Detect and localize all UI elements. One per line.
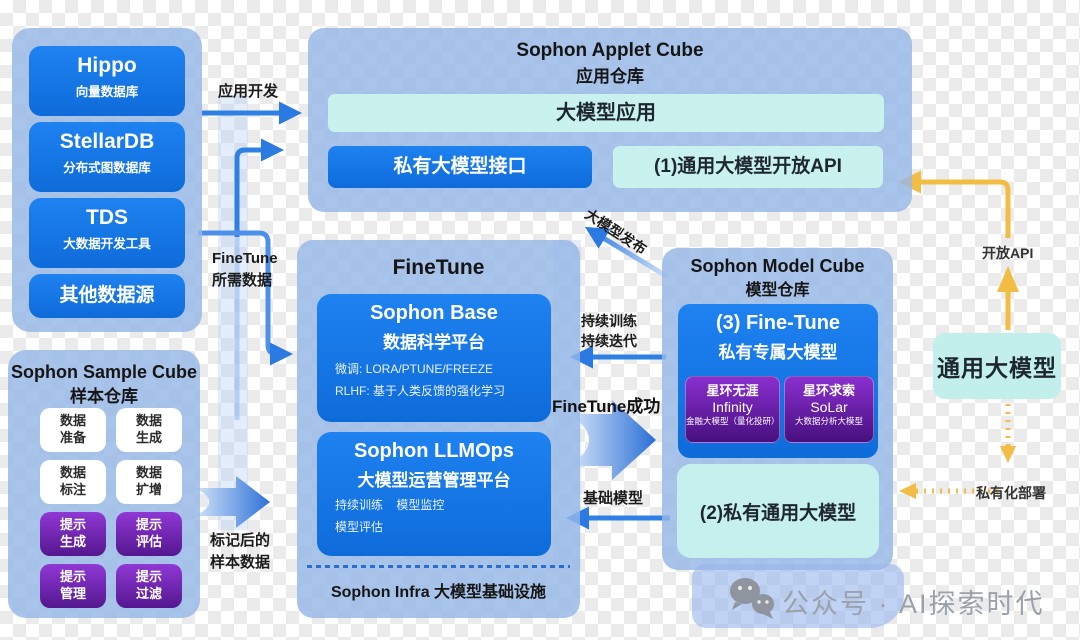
applet-cube-panel: Sophon Applet Cube 应用仓库 大模型应用 私有大模型接口 (1…	[308, 28, 912, 212]
sophon-llmops-title: Sophon LLMOps	[354, 440, 514, 462]
sophon-base-line2: RLHF: 基于人类反馈的强化学习	[335, 384, 506, 398]
sophon-base-box: Sophon Base 数据科学平台 微调: LORA/PTUNE/FREEZE…	[317, 294, 551, 422]
other-sources-title: 其他数据源	[59, 285, 155, 306]
sample-item-data-aug: 数据 扩增	[116, 460, 182, 504]
sample-item-prompt-gen: 提示 生成	[40, 512, 106, 556]
tds-subtitle: 大数据开发工具	[63, 237, 151, 251]
watermark-band	[692, 564, 904, 628]
arrow-open-api	[898, 170, 1011, 238]
sophon-base-subtitle: 数据科学平台	[383, 333, 485, 352]
sophon-llmops-box: Sophon LLMOps 大模型运营管理平台 持续训练 模型监控 模型评估	[317, 432, 551, 556]
arrow-finetune-data	[198, 230, 293, 366]
model-solar-en: SoLar	[810, 399, 848, 415]
stellardb-title: StellarDB	[59, 130, 155, 153]
label-finetune-success: FineTune成功	[552, 397, 661, 416]
applet-cube-subtitle: 应用仓库	[576, 67, 644, 86]
stellardb-box: StellarDB 分布式图数据库	[29, 122, 185, 192]
model-infinity-name: 星环无涯	[706, 383, 759, 398]
general-model-box: 通用大模型	[933, 333, 1061, 399]
finetune-title: FineTune	[392, 256, 485, 279]
stellardb-subtitle: 分布式图数据库	[63, 161, 151, 175]
arrow-to-private-interface	[234, 138, 284, 237]
finetune-panel: FineTune Sophon Base 数据科学平台 微调: LORA/PTU…	[297, 240, 580, 618]
label-finetune-data: FineTune 所需数据	[212, 250, 278, 289]
label-continuous-training: 持续训练 持续迭代	[581, 313, 637, 349]
finetune-private-model-subtitle: 私有专属大模型	[718, 343, 838, 362]
llm-app-box: 大模型应用	[328, 94, 884, 132]
model-infinity-en: Infinity	[712, 399, 753, 415]
model-cube-subtitle: 模型仓库	[745, 282, 810, 299]
sophon-llmops-line2: 模型评估	[335, 520, 384, 534]
label-private-deploy: 私有化部署	[976, 485, 1046, 501]
arrow-labeled-samples	[194, 476, 270, 528]
model-solar-name: 星环求索	[802, 383, 855, 398]
hippo-title: Hippo	[77, 54, 137, 77]
sophon-base-title: Sophon Base	[370, 302, 498, 324]
sophon-infra-label: Sophon Infra 大模型基础设施	[330, 584, 547, 601]
sophon-base-line1: 微调: LORA/PTUNE/FREEZE	[335, 362, 494, 376]
sample-item-data-gen: 数据 生成	[116, 408, 182, 452]
tds-box: TDS 大数据开发工具	[29, 198, 185, 268]
wechat-icon	[730, 578, 774, 619]
sample-item-data-label: 数据 标注	[40, 460, 106, 504]
hippo-subtitle: 向量数据库	[75, 85, 139, 99]
sample-item-prompt-eval: 提示 评估	[116, 512, 182, 556]
model-infinity-desc: 金融大模型（量化投研）	[686, 416, 780, 426]
arrow-finetune-success	[568, 400, 656, 480]
label-base-model: 基础模型	[583, 490, 644, 507]
finetune-private-model-box: (3) Fine-Tune 私有专属大模型 星环无涯 Infinity 金融大模…	[678, 304, 878, 458]
general-open-api-box: (1)通用大模型开放API	[613, 146, 883, 188]
sophon-llmops-subtitle: 大模型运营管理平台	[357, 471, 511, 490]
tds-title: TDS	[86, 206, 128, 229]
private-model-interface-box: 私有大模型接口	[328, 146, 592, 188]
model-cube-title: Sophon Model Cube	[690, 256, 865, 276]
infra-separator	[307, 565, 570, 568]
private-model-interface-label: 私有大模型接口	[393, 156, 527, 177]
applet-cube-title: Sophon Applet Cube	[516, 40, 704, 61]
label-open-api: 开放API	[982, 245, 1034, 261]
model-solar-desc: 大数据分析大模型	[794, 416, 863, 426]
sample-item-prompt-filter: 提示 过滤	[116, 564, 182, 608]
watermark-text: 公众号 · AI探索时代	[782, 589, 1045, 619]
hippo-box: Hippo 向量数据库	[29, 46, 185, 116]
sample-cube-panel: Sophon Sample Cube 样本仓库 数据 准备 数据 生成 数据 标…	[8, 350, 200, 618]
model-cube-panel: Sophon Model Cube 模型仓库 (3) Fine-Tune 私有专…	[662, 248, 893, 570]
sophon-llmops-line1: 持续训练 模型监控	[335, 498, 445, 512]
finetune-private-model-title: (3) Fine-Tune	[715, 312, 841, 334]
label-app-dev: 应用开发	[218, 83, 279, 100]
sample-item-data-prep: 数据 准备	[40, 408, 106, 452]
sample-cube-subtitle: 样本仓库	[70, 387, 138, 406]
model-solar-chip: 星环求索 SoLar 大数据分析大模型	[784, 376, 874, 443]
other-sources-box: 其他数据源	[29, 274, 185, 318]
sample-cube-title: Sophon Sample Cube	[10, 362, 197, 382]
label-labeled-samples: 标记后的 样本数据	[210, 532, 271, 571]
model-infinity-chip: 星环无涯 Infinity 金融大模型（量化投研）	[685, 376, 780, 443]
decorative-band-left	[218, 95, 248, 530]
sample-item-prompt-mgmt: 提示 管理	[40, 564, 106, 608]
private-general-model-box: (2)私有通用大模型	[677, 464, 879, 558]
data-sources-panel: Hippo 向量数据库 StellarDB 分布式图数据库 TDS 大数据开发工…	[12, 28, 202, 332]
arrow-model-publish	[584, 226, 670, 280]
